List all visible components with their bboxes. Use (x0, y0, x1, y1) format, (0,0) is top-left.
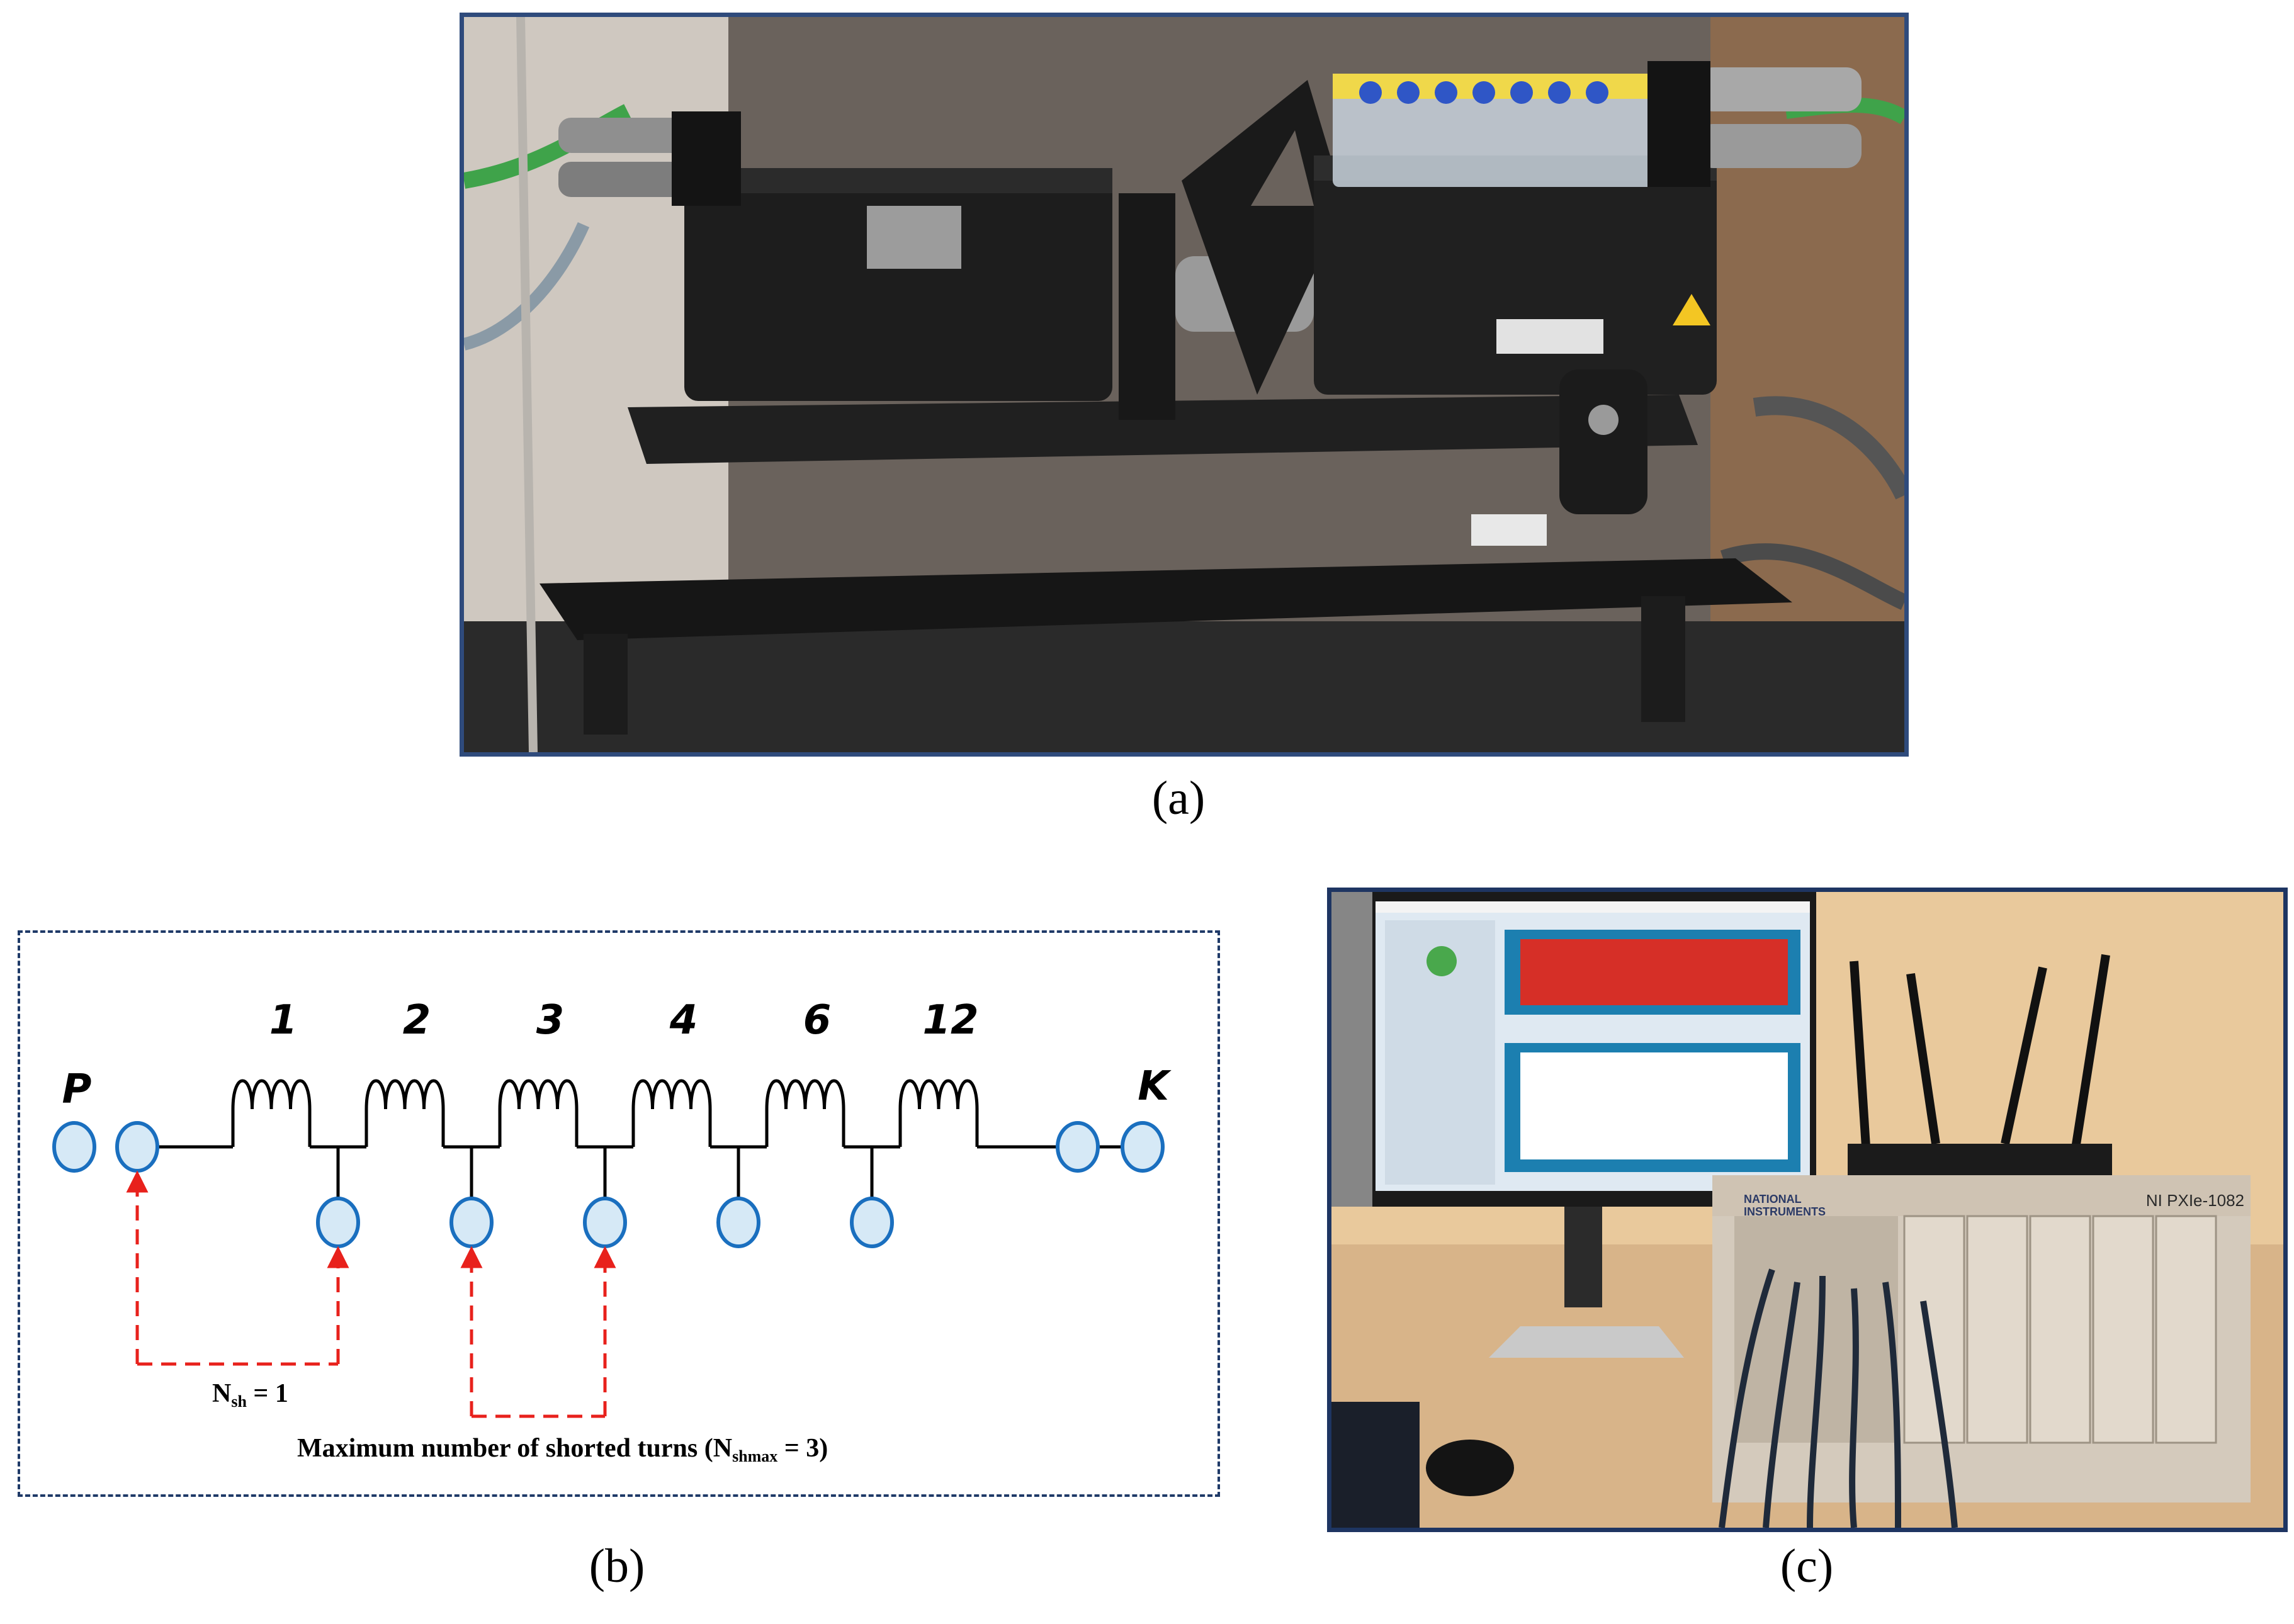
tap-node-5 (850, 1197, 894, 1248)
terminal-label-p: P (62, 1066, 92, 1113)
panel-b-caption: (b) (589, 1540, 645, 1593)
coil-label-4: 4 (669, 997, 698, 1044)
panel-a-caption: (a) (1151, 772, 1206, 825)
terminal-node-p-outer (52, 1121, 96, 1173)
chassis-model-text: NI PXIe-1082 (2145, 1191, 2244, 1210)
coil-label-6: 6 (803, 997, 832, 1044)
tap-node-1 (316, 1197, 360, 1248)
motor-bench-illustration (464, 17, 1904, 752)
winding-circuit-diagram: 1 2 3 4 6 12 P K (52, 997, 1172, 1465)
coil-label-12: 12 (922, 997, 978, 1044)
terminal-node-k-inner (1056, 1121, 1100, 1173)
coil-3 (498, 1079, 579, 1110)
tap-node-2 (449, 1197, 494, 1248)
coil-12 (898, 1079, 979, 1110)
chassis-brand-text: NATIONAL INSTRUMENTS (1744, 1193, 1826, 1218)
max-shorted-annotation: Maximum number of shorted turns (Nshmax … (297, 1434, 828, 1465)
coil-group (231, 1079, 979, 1110)
nsh-annotation: Nsh = 1 (212, 1379, 288, 1411)
panel-c-caption: (c) (1780, 1540, 1834, 1593)
winding-diagram-panel: 1 2 3 4 6 12 P K (18, 930, 1220, 1497)
coil-label-3: 3 (536, 997, 565, 1044)
main-wire (54, 1109, 1122, 1201)
lab-setup-illustration (1331, 892, 2283, 1528)
coil-6 (765, 1079, 845, 1110)
terminal-node-k-outer (1121, 1121, 1165, 1173)
tap-node-4 (716, 1197, 760, 1248)
coil-4 (631, 1079, 712, 1110)
coil-label-1: 1 (269, 997, 298, 1044)
coil-2 (364, 1079, 445, 1110)
terminal-label-k: K (1138, 1063, 1172, 1110)
coil-1 (231, 1079, 312, 1110)
lab-equipment-photo: NATIONAL INSTRUMENTS NI PXIe-1082 (1327, 888, 2288, 1532)
coil-label-2: 2 (403, 997, 431, 1044)
tap-node-3 (583, 1197, 627, 1248)
terminal-node-p-inner (115, 1121, 159, 1173)
motor-test-bench-photo (460, 13, 1909, 757)
